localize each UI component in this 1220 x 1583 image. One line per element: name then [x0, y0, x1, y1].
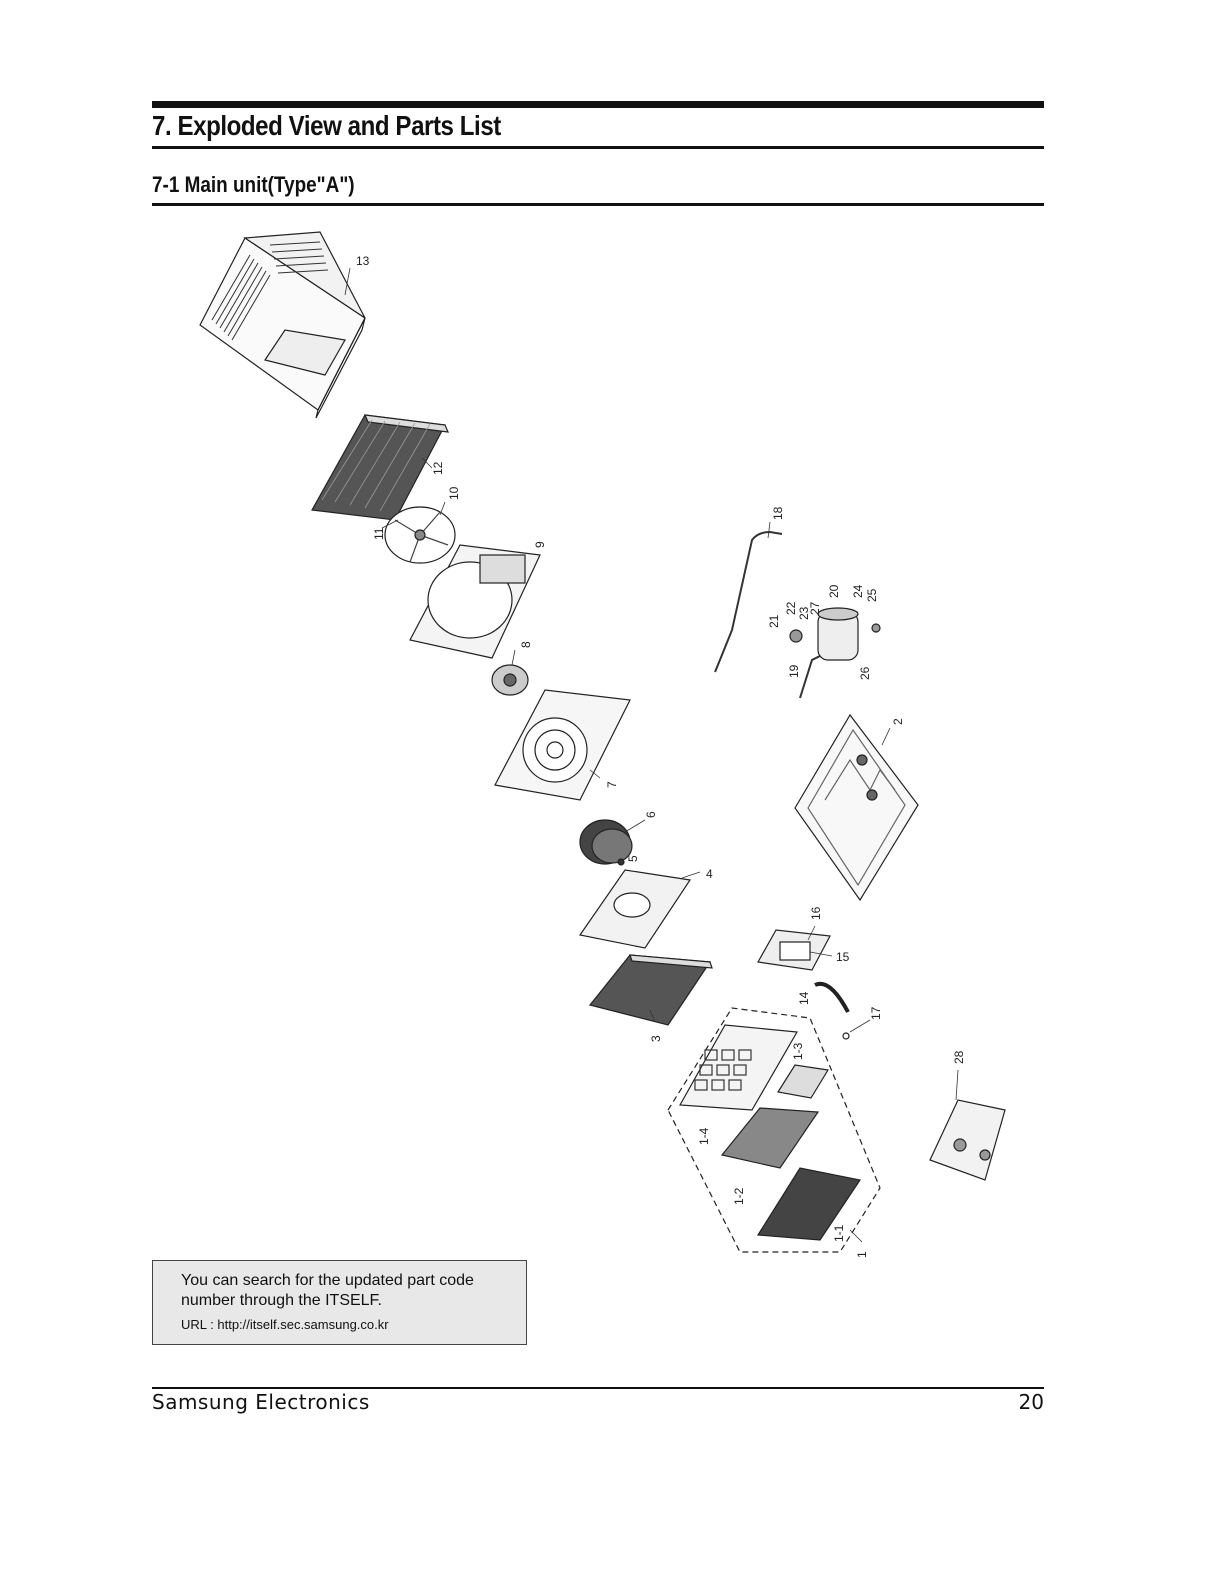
callout-12: 12 [431, 461, 445, 475]
callout-1-4: 1-4 [697, 1127, 711, 1145]
callout-19: 19 [787, 664, 801, 678]
part-control-box [758, 930, 830, 970]
part-screw [843, 1033, 849, 1039]
part-pipe-18 [715, 532, 782, 672]
callout-22: 22 [784, 601, 798, 615]
callout-20: 20 [827, 584, 841, 598]
callout-24: 24 [851, 584, 865, 598]
part-filter [722, 1108, 818, 1168]
callout-4: 4 [706, 867, 713, 881]
part-bracket [815, 984, 848, 1012]
callout-25: 25 [865, 588, 879, 602]
callout-7: 7 [605, 781, 619, 788]
part-condenser [312, 415, 448, 520]
callout-16: 16 [809, 906, 823, 920]
callout-18: 18 [771, 506, 785, 520]
callout-11: 11 [372, 527, 386, 540]
callout-3: 3 [649, 1035, 663, 1042]
note-text: You can search for the updated part code… [181, 1271, 516, 1311]
part-base-pan [795, 715, 918, 900]
callout-13: 13 [356, 254, 370, 268]
callout-21: 21 [767, 614, 781, 628]
footer-rule [152, 1387, 1044, 1389]
section-title: 7. Exploded View and Parts List [152, 110, 501, 142]
exploded-view-diagram: 13 12 10 11 9 8 7 6 5 4 3 18 21 22 23 27… [152, 220, 1044, 1260]
part-partition [580, 870, 690, 948]
callout-1-3: 1-3 [791, 1042, 805, 1060]
part-cabinet [200, 232, 365, 418]
callout-1: 1 [855, 1251, 869, 1258]
part-evaporator [590, 955, 712, 1025]
title-rule-bottom [152, 146, 1044, 149]
footer-company: Samsung Electronics [152, 1390, 370, 1414]
callout-5: 5 [626, 855, 640, 862]
callout-28: 28 [952, 1050, 966, 1064]
part-propeller-fan [385, 507, 455, 563]
callout-1-1: 1-1 [832, 1224, 846, 1242]
callout-17: 17 [869, 1006, 883, 1020]
note-url: URL : http://itself.sec.samsung.co.kr [181, 1317, 516, 1332]
part-louver [778, 1065, 828, 1098]
subsection-rule [152, 203, 1044, 206]
subsection-title: 7-1 Main unit(Type"A") [152, 172, 355, 198]
callout-1-2: 1-2 [732, 1187, 746, 1205]
callout-14: 14 [797, 991, 811, 1005]
part-front-frame [680, 1025, 797, 1110]
part-electrical-box [930, 1100, 1005, 1180]
callout-10: 10 [447, 486, 461, 500]
callout-27: 27 [808, 601, 822, 615]
title-rule-top [152, 101, 1044, 108]
itself-note-box: You can search for the updated part code… [152, 1260, 527, 1345]
part-motor [492, 665, 528, 695]
callout-6: 6 [644, 811, 658, 818]
page-number: 20 [1019, 1390, 1044, 1414]
part-blower-wheel [580, 820, 632, 865]
callout-9: 9 [533, 541, 547, 548]
callout-15: 15 [836, 950, 850, 964]
callout-8: 8 [519, 641, 533, 648]
callout-26: 26 [858, 666, 872, 680]
callout-2: 2 [891, 718, 905, 725]
